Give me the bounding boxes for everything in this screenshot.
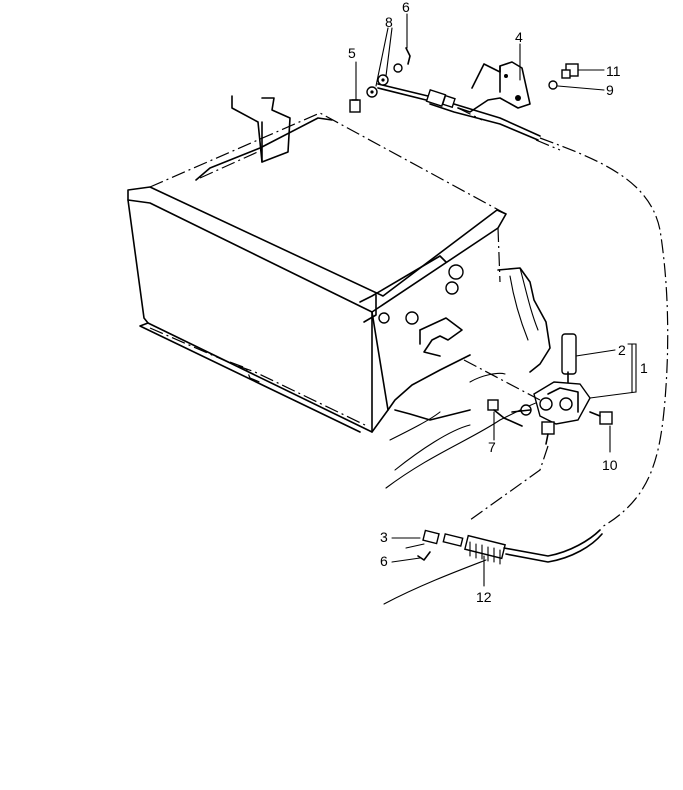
tank-body — [127, 95, 551, 489]
label-7: 7 — [488, 439, 496, 455]
label-6-bottom: 6 — [380, 553, 388, 569]
label-12: 12 — [476, 589, 492, 605]
label-4: 4 — [515, 29, 523, 45]
pin-6-top — [393, 47, 411, 73]
label-1: 1 — [640, 360, 648, 376]
valve-assembly — [463, 333, 613, 521]
label-2: 2 — [618, 342, 626, 358]
label-8: 8 — [385, 14, 393, 30]
bolt-11 — [561, 63, 579, 79]
label-6-top: 6 — [402, 0, 410, 15]
label-9: 9 — [606, 82, 614, 98]
washer-9 — [548, 80, 558, 90]
washer-8 — [366, 74, 389, 98]
lower-cable-assembly — [383, 529, 603, 605]
label-5: 5 — [348, 45, 356, 61]
label-3: 3 — [380, 529, 388, 545]
leader-lines — [355, 13, 637, 587]
bolt-5 — [349, 99, 361, 113]
label-10: 10 — [602, 457, 618, 473]
upper-cable-assembly — [377, 61, 669, 529]
label-11: 11 — [606, 63, 621, 79]
